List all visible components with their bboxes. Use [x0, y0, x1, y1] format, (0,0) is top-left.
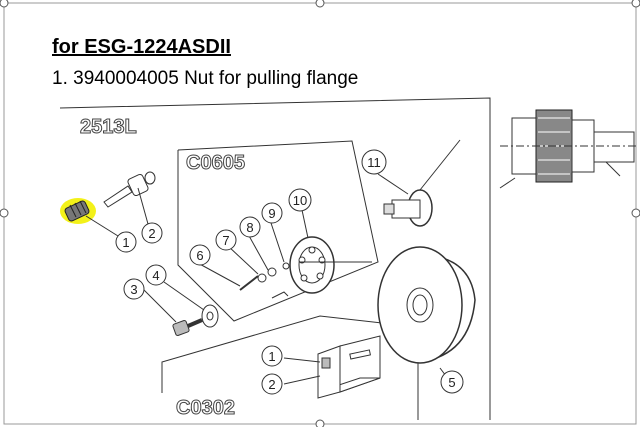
washer-hole — [206, 311, 214, 321]
resize-handle-top-left[interactable] — [0, 0, 9, 8]
callout-10: 10 — [288, 188, 312, 212]
resize-handle-top-right[interactable] — [631, 0, 640, 8]
bracket-slot — [349, 349, 371, 360]
nut-knurl — [79, 200, 87, 214]
detail-leader — [499, 177, 516, 189]
svg-text:9: 9 — [268, 206, 275, 221]
svg-text:4: 4 — [152, 268, 159, 283]
resize-handle-middle-left[interactable] — [0, 208, 9, 218]
svg-text:2: 2 — [268, 377, 275, 392]
spring-7 — [257, 273, 267, 283]
bolt-shaft — [103, 185, 133, 208]
pin-detail — [271, 291, 289, 299]
callout-5: 5 — [440, 370, 464, 394]
svg-text:11: 11 — [367, 155, 381, 170]
screw-6 — [239, 275, 259, 291]
bolt-tip — [144, 171, 156, 185]
callout-11: 11 — [361, 149, 387, 175]
svg-text:6: 6 — [196, 248, 203, 263]
washer-part[interactable] — [201, 304, 219, 328]
spindle-body — [391, 199, 421, 219]
bracket-part[interactable] — [317, 335, 381, 399]
callout-6: 6 — [189, 244, 211, 266]
bolt-head — [127, 173, 149, 197]
hex-bolt-head — [172, 320, 190, 336]
ball-bearing — [308, 246, 316, 254]
small-hardware-parts[interactable] — [239, 262, 290, 299]
svg-text:7: 7 — [222, 233, 229, 248]
callout-4: 4 — [145, 264, 167, 286]
nut-part-highlighted[interactable] — [60, 198, 96, 224]
svg-text:1: 1 — [122, 235, 129, 250]
nut-knurl — [69, 204, 77, 218]
nut-cutaway-detail — [499, 109, 636, 189]
callout-9: 9 — [261, 202, 283, 224]
bearing-flange-part[interactable] — [289, 236, 335, 294]
hex-bolt-part[interactable] — [172, 318, 203, 336]
callout-8: 8 — [239, 216, 261, 238]
svg-text:1: 1 — [268, 349, 275, 364]
ball-bearing — [300, 274, 308, 282]
bracket-side — [317, 345, 341, 399]
callout-7: 7 — [215, 229, 237, 251]
svg-text:10: 10 — [293, 193, 307, 208]
svg-text:8: 8 — [246, 220, 253, 235]
callout-1-left: 1 — [115, 231, 137, 253]
resize-handle-middle-right[interactable] — [631, 208, 640, 218]
ball-9 — [282, 262, 290, 270]
document-heading: for ESG-1224ASDII — [52, 36, 231, 58]
main-assembly-outline — [59, 97, 491, 420]
spring-8 — [267, 267, 277, 277]
svg-text:3: 3 — [130, 282, 137, 297]
wheel-bore-inner — [412, 294, 428, 316]
bracket-screw — [321, 357, 331, 369]
assembly-label-main: 2513L — [80, 116, 137, 138]
spindle-thread — [383, 203, 395, 215]
svg-text:2: 2 — [148, 226, 155, 241]
ball-bearing — [316, 272, 324, 280]
part-description: 1. 3940004005 Nut for pulling flange — [52, 68, 359, 89]
callout-2-left: 2 — [141, 222, 163, 244]
callout-2-lower: 2 — [261, 373, 283, 395]
spindle-shaft-part[interactable] — [383, 189, 433, 227]
callout-1-lower: 1 — [261, 345, 283, 367]
detail-leader — [605, 161, 621, 177]
grinding-wheel-part[interactable] — [377, 246, 476, 364]
pulling-bolt-part[interactable] — [103, 171, 156, 208]
resize-handle-bottom-center[interactable] — [315, 419, 325, 427]
nut-knurl — [74, 202, 82, 216]
assembly-label-lower: C0302 — [176, 397, 235, 419]
callout-3: 3 — [123, 278, 145, 300]
hex-bolt-shaft — [187, 318, 203, 328]
detail-shaft — [593, 131, 635, 163]
svg-text:5: 5 — [448, 375, 455, 390]
assembly-label-upper: C0605 — [186, 152, 245, 174]
resize-handle-top-center[interactable] — [315, 0, 325, 8]
callout-leaders — [85, 139, 461, 385]
